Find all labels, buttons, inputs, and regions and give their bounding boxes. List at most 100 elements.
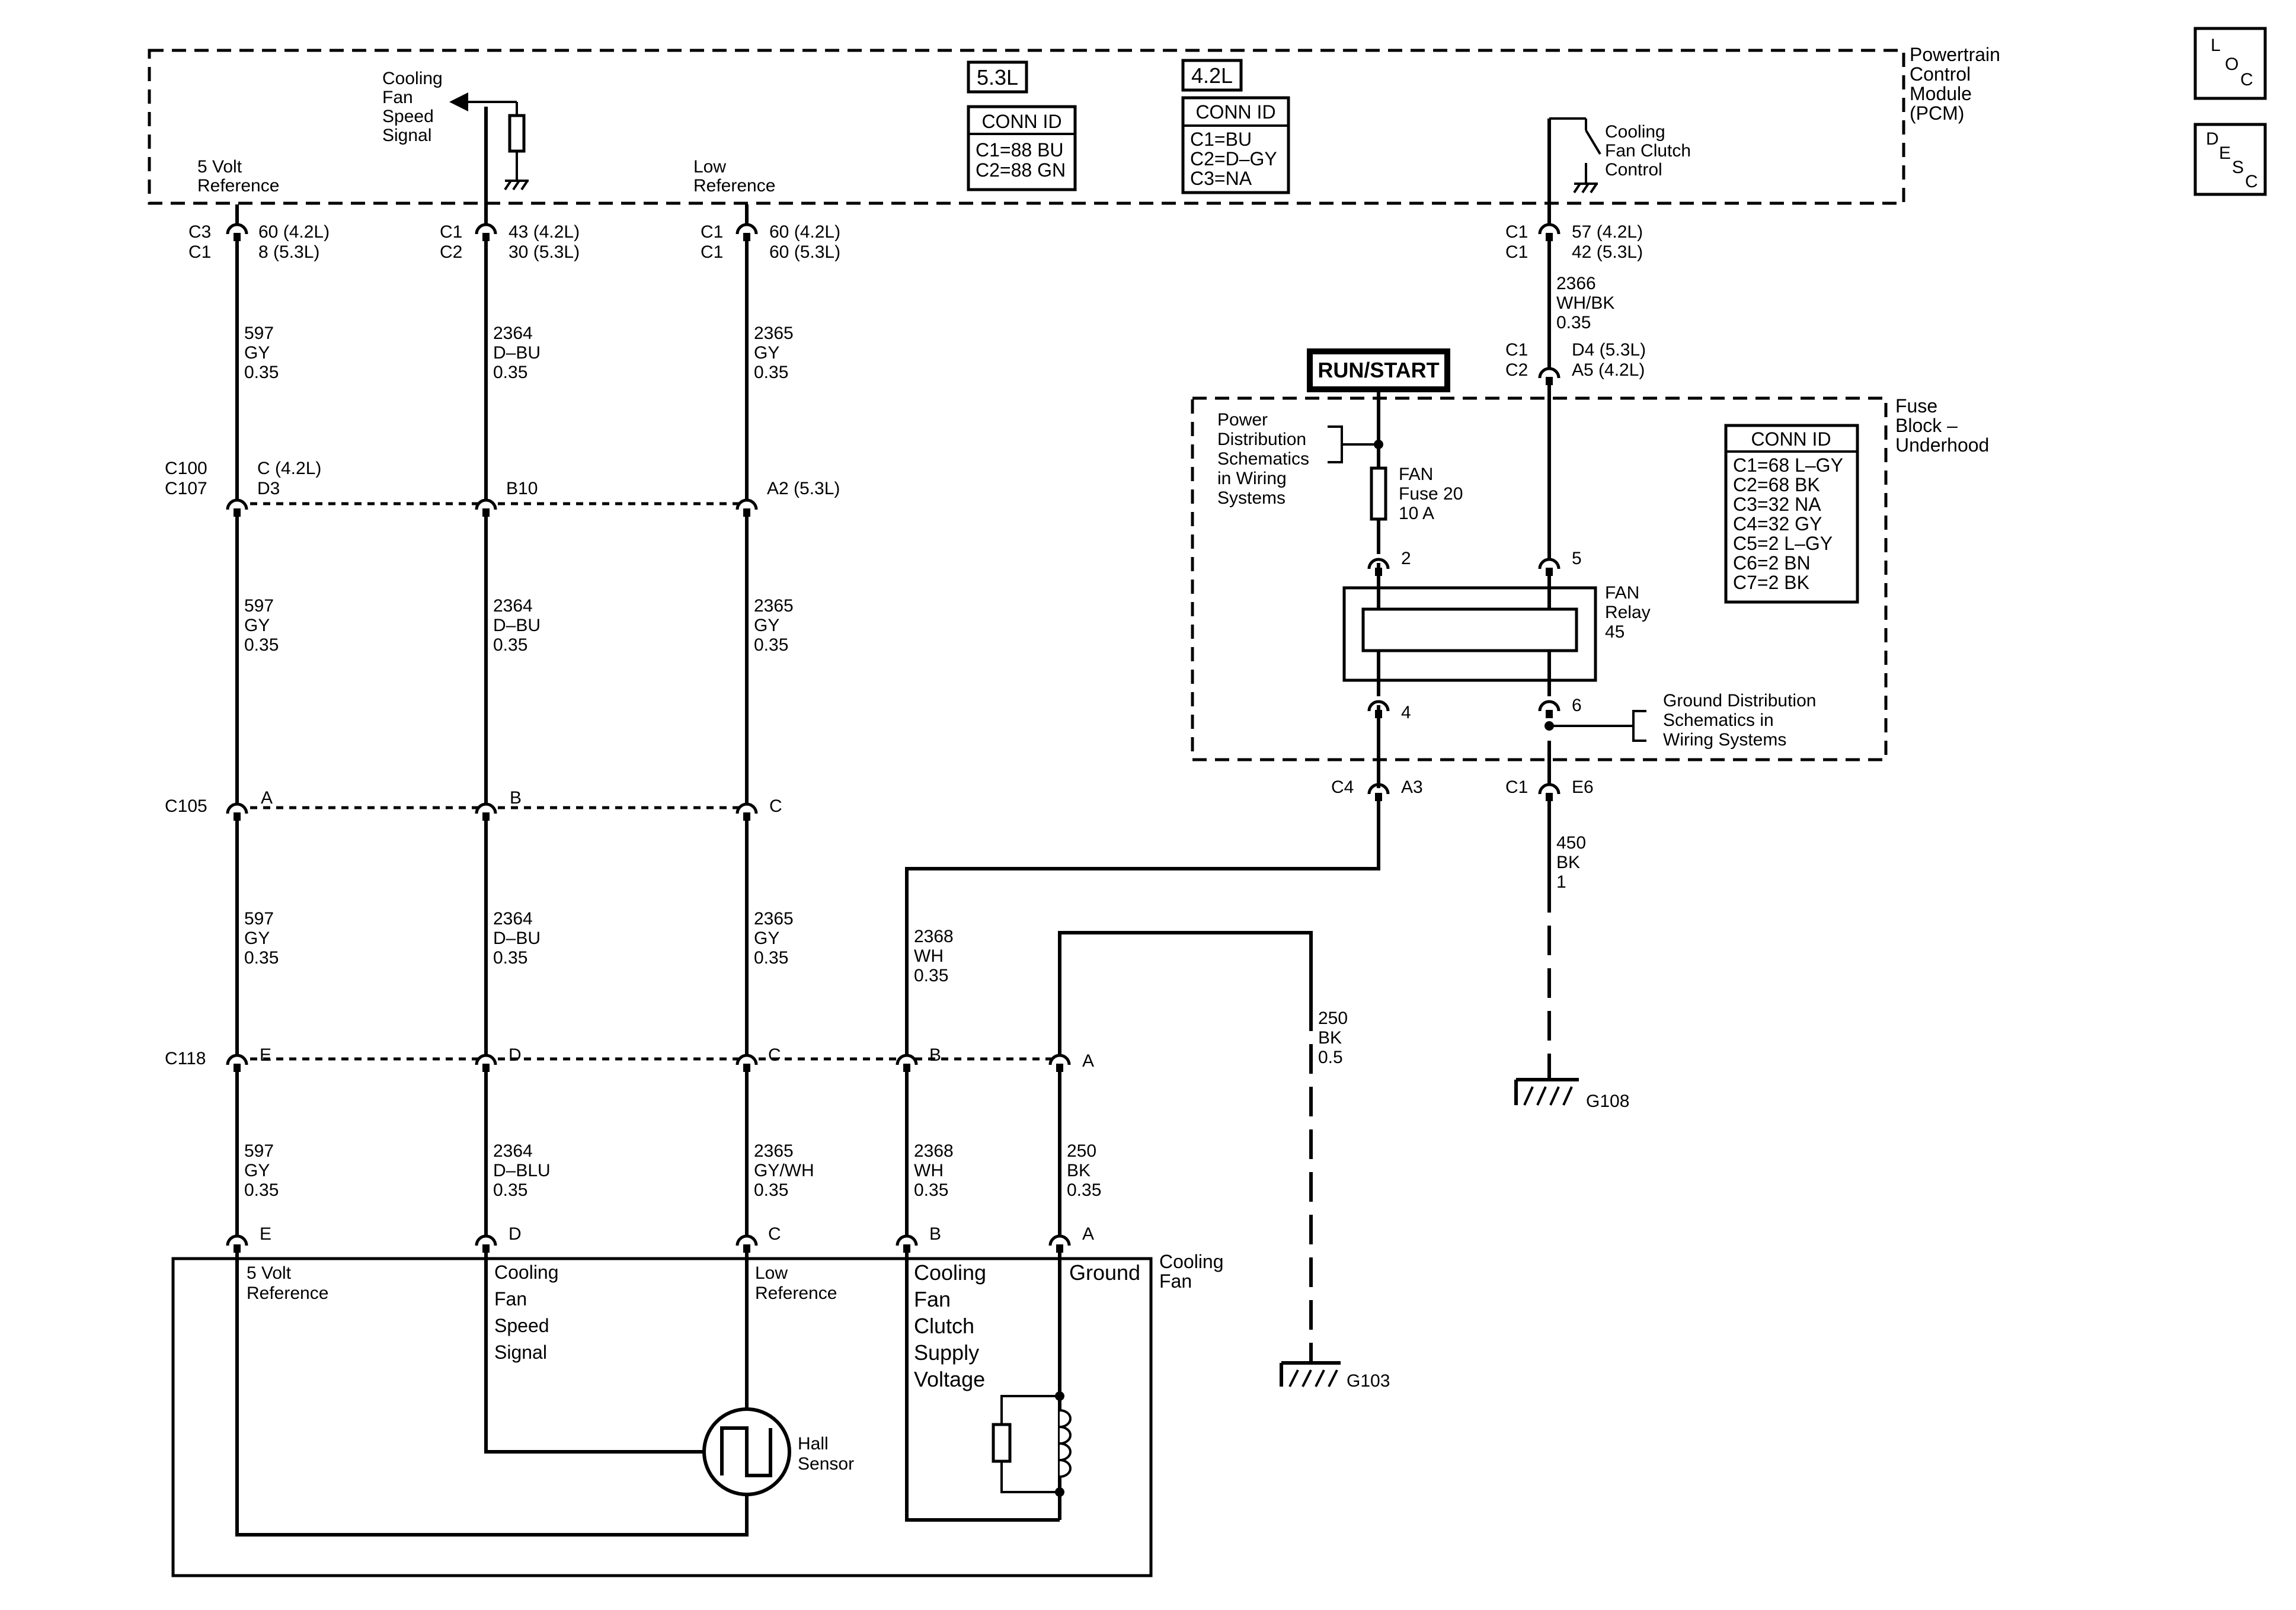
tag-5-3l-label: 5.3L bbox=[977, 65, 1018, 89]
connector-pin bbox=[903, 1064, 910, 1072]
cooling-fan-component: Cooling Fan E D C B A 5 Volt Reference C… bbox=[171, 1224, 1224, 1577]
fuse-block-c1-name: C1 bbox=[1505, 777, 1528, 797]
fuse-block-underhood: Fuse Block – Underhood RUN/START Power D… bbox=[1191, 348, 1989, 788]
c118-pin: C bbox=[768, 1045, 781, 1065]
conn-id-line: C6=2 BN bbox=[1733, 552, 1811, 574]
connector-pin bbox=[1546, 233, 1553, 241]
fan-pin-letter: C bbox=[768, 1224, 781, 1244]
connector-terminal bbox=[1048, 1054, 1071, 1065]
fuse-block-c4-pin: A3 bbox=[1401, 777, 1423, 797]
pcm-c3-pin-numbers: 60 (4.2L) 60 (5.3L) bbox=[769, 222, 845, 262]
svg-text:O: O bbox=[2225, 55, 2239, 74]
connector-pin bbox=[1546, 793, 1553, 801]
conn-id-header: CONN ID bbox=[1195, 101, 1275, 123]
conn-id-line: C1=88 BU bbox=[976, 139, 1064, 161]
connector-terminal bbox=[475, 1054, 497, 1065]
conn-id-line: C1=BU bbox=[1190, 129, 1252, 150]
conn-id-line: C2=D–GY bbox=[1190, 148, 1277, 169]
clutch-coil-symbol bbox=[992, 1395, 1072, 1493]
svg-text:C: C bbox=[2245, 172, 2258, 191]
fan-pin-e-label: 5 Volt Reference bbox=[247, 1263, 328, 1303]
connector-terminal bbox=[475, 1234, 497, 1246]
conn-id-line: C1=68 L–GY bbox=[1733, 454, 1843, 476]
connector-pin bbox=[743, 508, 750, 517]
connector-pin bbox=[482, 508, 490, 517]
pcm-title: Powertrain Control Module (PCM) bbox=[1910, 44, 2006, 124]
desc-icon[interactable]: D E S C bbox=[2193, 123, 2267, 196]
run-start-label: RUN/START bbox=[1318, 358, 1439, 382]
ground-g103-symbol: G103 bbox=[1280, 1361, 1390, 1391]
fuse-block-c4-name: C4 bbox=[1331, 777, 1354, 797]
svg-text:L: L bbox=[2211, 36, 2221, 55]
svg-text:D: D bbox=[2206, 129, 2219, 149]
conn-id-header: CONN ID bbox=[981, 111, 1061, 132]
wire-2368-wh bbox=[905, 788, 1380, 1520]
c118-pin: D bbox=[509, 1045, 522, 1065]
conn-id-line: C3=NA bbox=[1190, 168, 1252, 189]
svg-text:S: S bbox=[2232, 158, 2244, 177]
c118-pin: E bbox=[260, 1045, 271, 1065]
relay-pin: 4 bbox=[1401, 703, 1411, 722]
c100-name: C100 C107 bbox=[165, 459, 212, 498]
connector-pin bbox=[1546, 710, 1553, 718]
loc-icon[interactable]: L O C bbox=[2193, 27, 2267, 100]
ground-g108-label: G108 bbox=[1586, 1092, 1629, 1111]
pcm-c1-conn-names: C3 C1 bbox=[188, 222, 216, 262]
ground-g108-symbol: G108 bbox=[1514, 1078, 1629, 1111]
conn-id-line: C5=2 L–GY bbox=[1733, 533, 1833, 554]
c105-pin: B bbox=[510, 788, 522, 808]
connector-terminal bbox=[896, 1234, 918, 1246]
connector-terminal bbox=[1538, 367, 1560, 379]
tag-5-3l bbox=[967, 60, 1028, 94]
connector-pin bbox=[1056, 1064, 1063, 1072]
connector-terminal bbox=[736, 498, 758, 510]
connector-pin bbox=[234, 1064, 241, 1072]
pcm-c2-conn-names: C1 C2 bbox=[440, 222, 468, 262]
connector-pin bbox=[482, 1064, 490, 1072]
svg-text:E: E bbox=[2219, 143, 2231, 163]
hall-sensor-label: Hall Sensor bbox=[798, 1434, 854, 1474]
connector-terminal bbox=[1538, 700, 1560, 712]
connector-terminal bbox=[226, 802, 248, 814]
fan-fuse-symbol bbox=[1370, 466, 1387, 521]
connector-pin bbox=[1546, 568, 1553, 576]
svg-text:C: C bbox=[2240, 70, 2253, 89]
conn-id-4-2l-table: CONN ID C1=BU C2=D–GY C3=NA bbox=[1181, 96, 1290, 194]
fan-pin-a-label: Ground bbox=[1069, 1260, 1140, 1285]
tag-4-2l bbox=[1181, 59, 1243, 92]
connector-terminal bbox=[736, 1234, 758, 1246]
c118-name: C118 bbox=[165, 1049, 206, 1068]
conn-id-header: CONN ID bbox=[1751, 428, 1831, 450]
fan-pin-c-label: Low Reference bbox=[755, 1263, 837, 1303]
connector-terminal bbox=[896, 1054, 918, 1065]
c105-pin: A bbox=[261, 788, 273, 808]
pcm-pin-low-ref-label: Low Reference bbox=[693, 157, 775, 196]
connector-terminal bbox=[1538, 558, 1560, 569]
pcm-c1-pin-numbers: 60 (4.2L) 8 (5.3L) bbox=[258, 222, 334, 262]
ground-g103-label: G103 bbox=[1347, 1371, 1390, 1391]
fan-relay-label: FAN Relay 45 bbox=[1605, 583, 1655, 642]
run-start-box bbox=[1307, 348, 1450, 392]
connector-terminal bbox=[1048, 1234, 1071, 1246]
conn-id-line: C4=32 GY bbox=[1733, 513, 1822, 534]
connector-pin bbox=[482, 812, 490, 821]
fuse-block-top-conn-names: C1 C2 bbox=[1505, 340, 1533, 380]
fuse-block-c1-pin: E6 bbox=[1572, 777, 1594, 797]
connector-terminal bbox=[1538, 223, 1560, 235]
connector-terminal bbox=[736, 1054, 758, 1065]
connector-pin bbox=[743, 233, 750, 241]
connector-pin bbox=[743, 1064, 750, 1072]
conn-id-line: C2=88 GN bbox=[976, 159, 1066, 181]
